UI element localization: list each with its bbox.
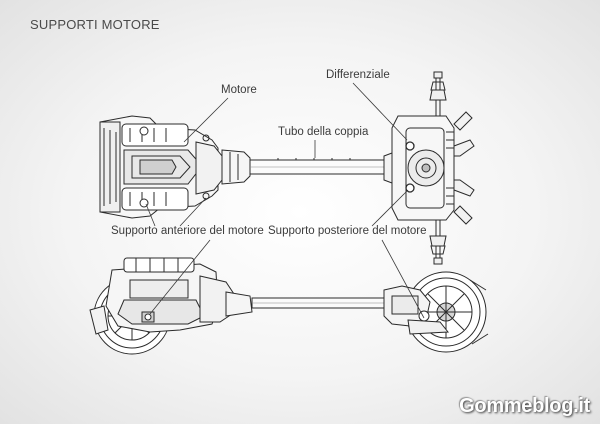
watermark-logo: Gommeblog.it — [459, 395, 590, 417]
label-supporto-anteriore: Supporto anteriore del motore — [111, 225, 264, 237]
engine-side-view — [89, 257, 253, 355]
diagram-title: SUPPORTI MOTORE — [30, 17, 160, 32]
label-differenziale: Differenziale — [326, 69, 390, 81]
driveshaft-upper — [429, 71, 447, 116]
differential-top-view — [383, 111, 475, 225]
label-motore: Motore — [221, 84, 257, 96]
driveshaft-lower — [429, 220, 447, 265]
label-tubo-della-coppia: Tubo della coppia — [278, 126, 369, 138]
differential-side-view — [383, 271, 489, 353]
label-supporto-posteriore: Supporto posteriore del motore — [268, 225, 427, 237]
engine-top-view — [99, 115, 251, 219]
leader-lines — [145, 82, 425, 319]
torque-tube-top — [249, 158, 385, 175]
torque-tube-side — [251, 297, 385, 309]
